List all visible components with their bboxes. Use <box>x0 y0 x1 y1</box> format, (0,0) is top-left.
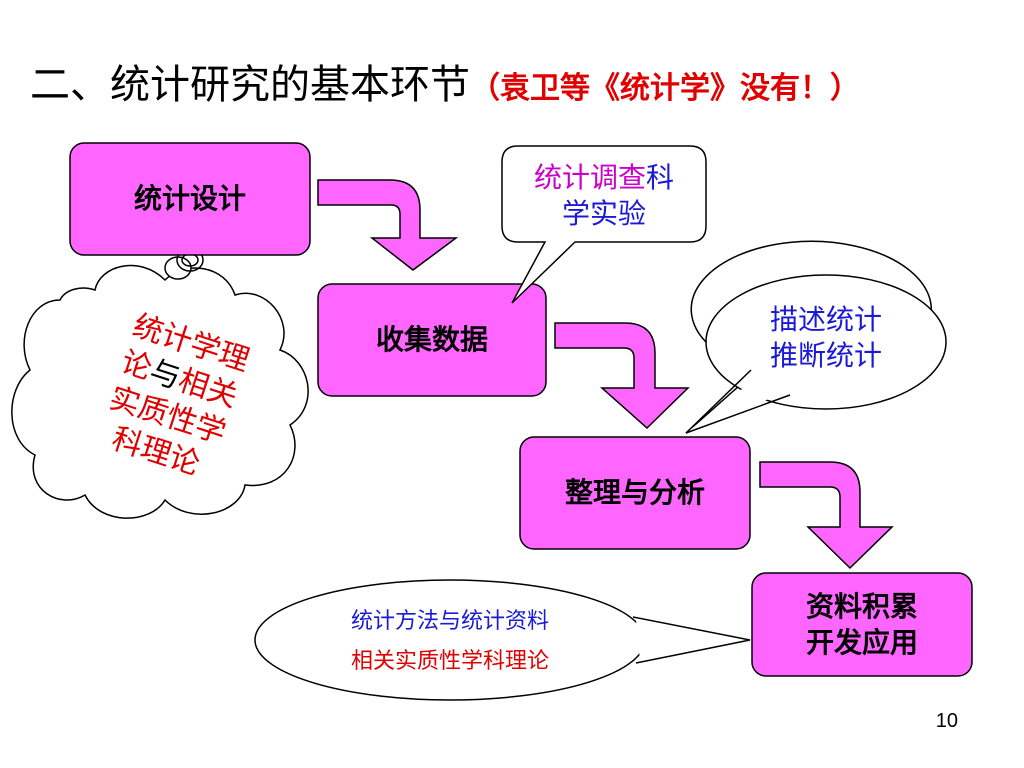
survey-text-line2: 学实验 <box>561 197 646 230</box>
collect-box <box>317 283 547 397</box>
survey-callout <box>501 145 707 304</box>
cloud-bubble-small <box>164 256 192 280</box>
accumulate-box <box>751 572 973 677</box>
page-number: 10 <box>935 710 958 732</box>
survey-text-part2: 科 <box>646 161 675 194</box>
accumulate-line2: 开发应用 <box>805 625 918 659</box>
design-label: 统计设计 <box>133 182 246 215</box>
describe-line2: 推断统计 <box>769 339 882 372</box>
survey-callout-text: 统计调查科 学实验 <box>506 160 702 232</box>
title-subtitle: （袁卫等《统计学》没有！） <box>470 71 860 106</box>
arrow-collect-to-analyze <box>554 322 690 430</box>
page-title: 二、统计研究的基本环节（袁卫等《统计学》没有！） <box>30 52 860 110</box>
accumulate-line1: 资料积累 <box>805 589 918 623</box>
arrow-design-to-collect <box>317 179 459 271</box>
bottom-line2: 相关实质性学科理论 <box>350 649 549 674</box>
survey-text-part1: 统计调查 <box>533 161 646 194</box>
accumulate-label: 资料积累 开发应用 <box>752 573 972 676</box>
bottom-callout-text: 统计方法与统计资料 相关实质性学科理论 <box>270 602 630 682</box>
title-main: 二、统计研究的基本环节 <box>30 62 470 108</box>
bottom-line1: 统计方法与统计资料 <box>350 609 549 634</box>
analyze-label: 整理与分析 <box>564 476 705 509</box>
analyze-box <box>519 436 751 550</box>
arrow-analyze-to-accumulate <box>759 461 894 570</box>
describe-line1: 描述统计 <box>769 303 882 336</box>
design-box <box>69 142 311 256</box>
describe-callout-text: 描述统计 推断统计 <box>716 302 936 374</box>
collect-label: 收集数据 <box>375 323 488 356</box>
